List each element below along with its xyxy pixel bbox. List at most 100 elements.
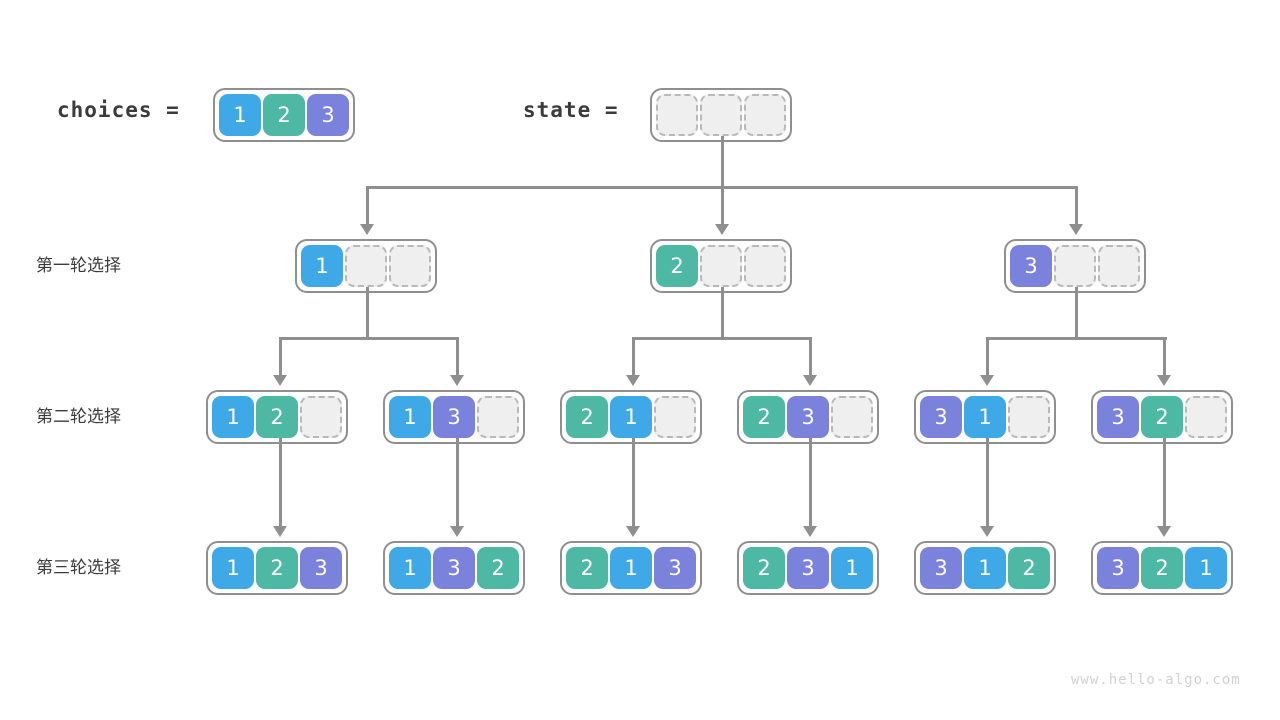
- level2-5-cell-2-empty: [1185, 396, 1227, 438]
- edge-l1-1-to-l2-2: [632, 337, 635, 377]
- level1-1-cell-2-empty: [744, 245, 786, 287]
- edge-l2-0-to-l3-0: [279, 438, 282, 528]
- level3-1-cell-0: 1: [389, 547, 431, 589]
- arrow-l2-0-to-l3-0: [273, 526, 287, 537]
- edge-l1-0-stem: [366, 287, 369, 339]
- level3-3-cell-2: 1: [831, 547, 873, 589]
- level3-5-cell-2: 1: [1185, 547, 1227, 589]
- edge-l1-1-to-l2-3: [809, 337, 812, 377]
- edge-root-to-l1-2: [1075, 186, 1078, 226]
- level3-2-cell-2: 3: [654, 547, 696, 589]
- state-label: state =: [523, 98, 619, 122]
- level2-4-cell-1: 1: [964, 396, 1006, 438]
- level2-5-cell-1: 2: [1141, 396, 1183, 438]
- arrow-l1-1-to-l2-2: [626, 375, 640, 386]
- level1-2-cell-0: 3: [1010, 245, 1052, 287]
- level2-1-cell-2-empty: [477, 396, 519, 438]
- level1-1-cell-1-empty: [700, 245, 742, 287]
- row-label-round-1: 第一轮选择: [36, 256, 121, 276]
- edge-l1-2-bar: [986, 337, 1167, 340]
- level2-1-cell-1: 3: [433, 396, 475, 438]
- arrow-l1-2-to-l2-4: [980, 375, 994, 386]
- edge-l2-3-to-l3-3: [809, 438, 812, 528]
- arrow-root-to-l1-0: [360, 224, 374, 235]
- choices-cell-2: 3: [307, 94, 349, 136]
- arrow-l1-1-to-l2-3: [803, 375, 817, 386]
- level2-3-cell-1: 3: [787, 396, 829, 438]
- level3-2-cell-1: 1: [610, 547, 652, 589]
- level1-2-cell-2-empty: [1098, 245, 1140, 287]
- edge-l2-1-to-l3-1: [456, 438, 459, 528]
- level1-1-cell-0: 2: [656, 245, 698, 287]
- arrow-root-to-l1-1: [715, 224, 729, 235]
- level3-1-cell-2: 2: [477, 547, 519, 589]
- choices-cell-0: 1: [219, 94, 261, 136]
- level2-2-cell-0: 2: [566, 396, 608, 438]
- level1-0-cell-2-empty: [389, 245, 431, 287]
- arrow-l2-4-to-l3-4: [980, 526, 994, 537]
- level1-0-cell-0: 1: [301, 245, 343, 287]
- row-label-round-3: 第三轮选择: [36, 558, 121, 578]
- arrow-root-to-l1-2: [1069, 224, 1083, 235]
- arrow-l1-0-to-l2-0: [273, 375, 287, 386]
- level3-0-cell-1: 2: [256, 547, 298, 589]
- arrow-l2-1-to-l3-1: [450, 526, 464, 537]
- level1-0-cell-1-empty: [345, 245, 387, 287]
- level3-3-cell-1: 3: [787, 547, 829, 589]
- edge-root-to-l1-0: [366, 186, 369, 226]
- level2-0-cell-0: 1: [212, 396, 254, 438]
- edge-l2-2-to-l3-2: [632, 438, 635, 528]
- arrow-l2-3-to-l3-3: [803, 526, 817, 537]
- level3-3-cell-0: 2: [743, 547, 785, 589]
- level3-1-cell-1: 3: [433, 547, 475, 589]
- level1-2-cell-1-empty: [1054, 245, 1096, 287]
- row-label-round-2: 第二轮选择: [36, 407, 121, 427]
- level2-1-cell-0: 1: [389, 396, 431, 438]
- level2-2-cell-1: 1: [610, 396, 652, 438]
- state-cell-0-empty: [656, 94, 698, 136]
- edge-l1-0-bar: [279, 337, 458, 340]
- edge-l2-4-to-l3-4: [986, 438, 989, 528]
- arrow-l1-2-to-l2-5: [1157, 375, 1171, 386]
- level3-4-cell-1: 1: [964, 547, 1006, 589]
- level2-4-cell-0: 3: [920, 396, 962, 438]
- choices-label: choices =: [57, 98, 180, 122]
- node-level1-1: 2: [650, 239, 792, 293]
- level2-3-cell-2-empty: [831, 396, 873, 438]
- level2-5-cell-0: 3: [1097, 396, 1139, 438]
- state-cell-2-empty: [744, 94, 786, 136]
- level3-4-cell-0: 3: [920, 547, 962, 589]
- edge-l1-0-to-l2-1: [456, 337, 459, 377]
- edge-l1-1-bar: [632, 337, 812, 340]
- arrow-l2-2-to-l3-2: [626, 526, 640, 537]
- edge-root-to-l1-1: [721, 186, 724, 226]
- level3-5-cell-1: 2: [1141, 547, 1183, 589]
- node-level1-2: 3: [1004, 239, 1146, 293]
- level2-3-cell-0: 2: [743, 396, 785, 438]
- edge-l1-0-to-l2-0: [279, 337, 282, 377]
- choices-cell-1: 2: [263, 94, 305, 136]
- level2-4-cell-2-empty: [1008, 396, 1050, 438]
- edge-l1-2-to-l2-4: [986, 337, 989, 377]
- level3-5-cell-0: 3: [1097, 547, 1139, 589]
- level3-0-cell-2: 3: [300, 547, 342, 589]
- edge-l2-5-to-l3-5: [1163, 438, 1166, 528]
- level3-4-cell-2: 2: [1008, 547, 1050, 589]
- state-array: [650, 88, 792, 142]
- node-level1-0: 1: [295, 239, 437, 293]
- edge-l1-2-stem: [1075, 287, 1078, 339]
- edge-l1-1-stem: [721, 287, 724, 339]
- level3-2-cell-0: 2: [566, 547, 608, 589]
